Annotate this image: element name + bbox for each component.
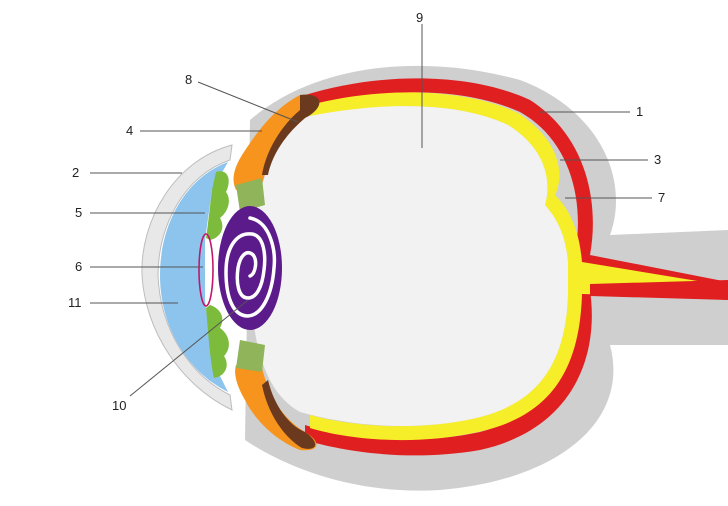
label-5: 5 [75, 205, 82, 220]
label-6: 6 [75, 259, 82, 274]
label-9: 9 [416, 10, 423, 25]
label-3: 3 [654, 152, 661, 167]
label-7: 7 [658, 190, 665, 205]
vitreous-body [250, 106, 568, 426]
label-2: 2 [72, 165, 79, 180]
label-10: 10 [112, 398, 126, 413]
zonule-lower [236, 340, 265, 372]
label-8: 8 [185, 72, 192, 87]
label-1: 1 [636, 104, 643, 119]
label-4: 4 [126, 123, 133, 138]
label-11: 11 [68, 295, 82, 310]
